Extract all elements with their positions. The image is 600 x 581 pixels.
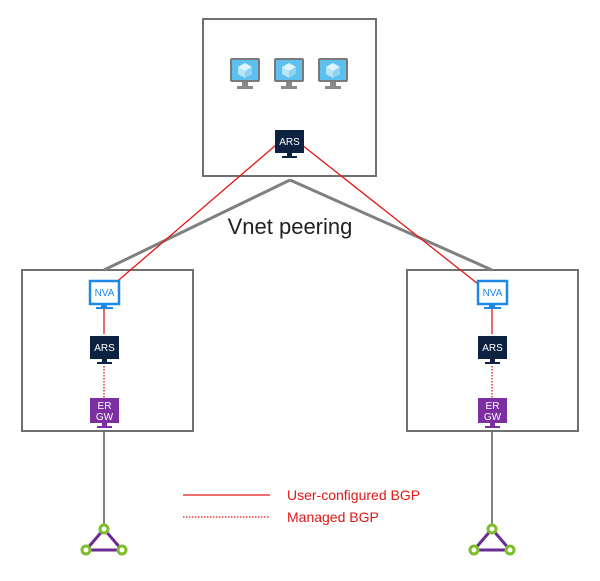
peering-line-left [103, 178, 291, 272]
router-ars-icon [275, 130, 304, 153]
right-er-gateway-label-line1: ER [486, 401, 500, 412]
right-ars-label: ARS [482, 343, 503, 354]
legend: User-configured BGP Managed BGP [183, 487, 420, 525]
left-er-gateway-label-line1: ER [98, 401, 112, 412]
right-er-gateway-label-line2: GW [484, 412, 502, 423]
expressroute-circuit-icon [468, 523, 516, 556]
left-ars-label: ARS [94, 343, 115, 354]
er-gateway-icon [478, 398, 507, 423]
expressroute-circuit-icon [80, 523, 128, 556]
peering-line-right [289, 178, 493, 272]
bgp-line-hub-to-left-nva [105, 144, 277, 292]
hub-vnet-box [202, 18, 377, 177]
right-ars-node: ARS [478, 336, 507, 364]
hub-ars-label: ARS [279, 137, 300, 148]
router-ars-icon [90, 336, 119, 359]
right-er-gateway-node: ER GW [478, 398, 507, 428]
left-nva-label: NVA [95, 288, 115, 299]
router-ars-icon [478, 336, 507, 359]
spoke-vnet-box-left [21, 269, 194, 432]
bgp-line-hub-to-right-nva [301, 144, 488, 292]
left-nva-node: NVA [88, 279, 121, 309]
left-er-gateway-node: ER GW [90, 398, 119, 428]
er-gateway-icon [90, 398, 119, 423]
legend-managed-label: Managed BGP [287, 509, 379, 525]
left-er-gateway-label-line2: GW [96, 412, 114, 423]
vm-icon [318, 58, 348, 89]
hub-ars-node: ARS [275, 130, 304, 158]
right-nva-node: NVA [476, 279, 509, 309]
vm-icon [274, 58, 304, 89]
right-nva-label: NVA [483, 288, 503, 299]
vnet-peering-label: Vnet peering [228, 214, 353, 239]
spoke-vnet-box-right [406, 269, 579, 432]
vm-icon [230, 58, 260, 89]
legend-user-configured-label: User-configured BGP [287, 487, 420, 503]
left-ars-node: ARS [90, 336, 119, 364]
